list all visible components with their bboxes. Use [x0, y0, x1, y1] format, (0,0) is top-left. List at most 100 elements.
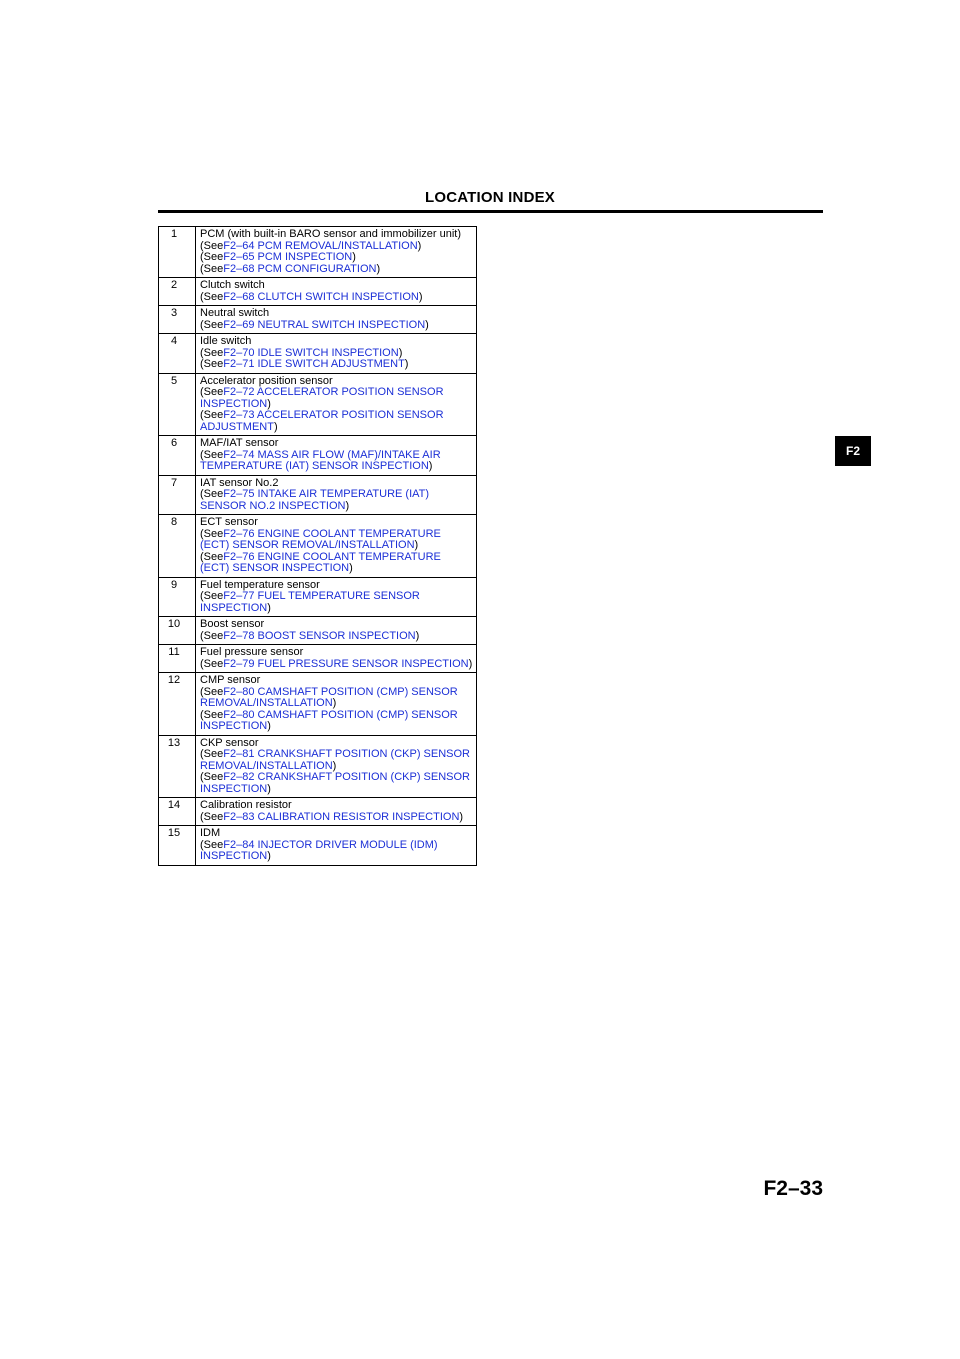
reference-prefix: (See — [200, 657, 224, 670]
reference-prefix: (See — [200, 358, 224, 370]
item-number: 5 — [158, 372, 196, 436]
table-row: 3 Neutral switch(SeeF2–69 NEUTRAL SWITCH … — [158, 305, 477, 334]
reference-prefix: (See — [200, 838, 224, 851]
reference-link[interactable]: F2–72 ACCELERATOR POSITION SENSOR INSPEC… — [200, 386, 444, 410]
reference-suffix: ) — [428, 460, 433, 472]
item-number: 3 — [158, 305, 196, 334]
item-number: 4 — [158, 333, 196, 374]
reference-link[interactable]: F2–76 ENGINE COOLANT TEMPERATURE (ECT) S… — [200, 527, 441, 551]
reference-link[interactable]: F2–71 IDLE SWITCH ADJUSTMENT — [223, 358, 405, 370]
reference-link[interactable]: F2–77 FUEL TEMPERATURE SENSOR INSPECTION — [200, 590, 420, 614]
component-name: Fuel temperature sensor — [200, 578, 320, 591]
reference-link[interactable]: F2–83 CALIBRATION RESISTOR INSPECTION — [223, 810, 460, 823]
item-number: 10 — [158, 616, 196, 645]
item-description: Calibration resistor(SeeF2–83 CALIBRATIO… — [195, 797, 477, 826]
component-name: CMP sensor — [200, 674, 261, 686]
reference-link[interactable]: F2–75 INTAKE AIR TEMPERATURE (IAT) SENSO… — [200, 488, 430, 512]
reference-line: (SeeF2–80 CAMSHAFT POSITION (CMP) SENSOR… — [200, 685, 473, 710]
item-number: 13 — [158, 734, 196, 798]
component-name: Fuel pressure sensor — [200, 646, 304, 658]
reference-link[interactable]: F2–69 NEUTRAL SWITCH INSPECTION — [223, 318, 426, 331]
component-name: Neutral switch — [200, 307, 270, 319]
item-number: 11 — [158, 644, 196, 673]
reference-link[interactable]: F2–74 MASS AIR FLOW (MAF)/INTAKE AIR TEM… — [200, 448, 441, 472]
reference-prefix: (See — [200, 346, 224, 359]
item-number: 9 — [158, 576, 196, 617]
reference-prefix: (See — [200, 262, 224, 275]
reference-prefix: (See — [200, 685, 224, 698]
reference-link[interactable]: F2–68 CLUTCH SWITCH INSPECTION — [223, 290, 419, 303]
reference-prefix: (See — [200, 550, 224, 563]
reference-link[interactable]: F2–64 PCM REMOVAL/INSTALLATION — [223, 239, 418, 252]
reference-suffix: ) — [415, 629, 420, 642]
reference-link[interactable]: F2–79 FUEL PRESSURE SENSOR INSPECTION — [223, 657, 469, 670]
reference-suffix: ) — [468, 657, 473, 670]
reference-suffix: ) — [459, 810, 464, 823]
reference-prefix: (See — [200, 748, 224, 760]
reference-link[interactable]: F2–76 ENGINE COOLANT TEMPERATURE (ECT) S… — [200, 550, 441, 574]
reference-prefix: (See — [200, 488, 224, 500]
table-row: 15 IDM(SeeF2–84 INJECTOR DRIVER MODULE (I… — [158, 825, 477, 866]
reference-link[interactable]: F2–81 CRANKSHAFT POSITION (CKP) SENSOR R… — [200, 748, 470, 772]
item-description: CMP sensor(SeeF2–80 CAMSHAFT POSITION (C… — [195, 672, 477, 736]
item-number: 12 — [158, 672, 196, 736]
reference-line: (SeeF2–76 ENGINE COOLANT TEMPERATURE (EC… — [200, 550, 473, 575]
reference-prefix: (See — [200, 239, 224, 252]
reference-link[interactable]: F2–84 INJECTOR DRIVER MODULE (IDM) INSPE… — [200, 838, 438, 862]
reference-link[interactable]: F2–70 IDLE SWITCH INSPECTION — [223, 346, 399, 359]
item-description: Clutch switch(SeeF2–68 CLUTCH SWITCH INS… — [195, 277, 477, 306]
page-number: F2–33 — [763, 1177, 823, 1200]
reference-suffix: ) — [349, 562, 353, 574]
reference-prefix: (See — [200, 409, 224, 421]
reference-link[interactable]: F2–80 CAMSHAFT POSITION (CMP) SENSOR INS… — [200, 708, 458, 732]
reference-suffix: ) — [417, 239, 422, 252]
reference-link[interactable]: F2–78 BOOST SENSOR INSPECTION — [223, 629, 416, 642]
item-number: 7 — [158, 474, 196, 515]
component-name: Boost sensor — [200, 618, 265, 630]
reference-suffix: ) — [267, 850, 271, 862]
reference-link[interactable]: F2–82 CRANKSHAFT POSITION (CKP) SENSOR I… — [200, 771, 470, 795]
reference-line: (SeeF2–70 IDLE SWITCH INSPECTION) — [200, 346, 473, 360]
component-name: IDM — [200, 827, 221, 839]
reference-line: (SeeF2–72 ACCELERATOR POSITION SENSOR IN… — [200, 386, 473, 410]
reference-link[interactable]: F2–80 CAMSHAFT POSITION (CMP) SENSOR REM… — [200, 685, 458, 709]
reference-prefix: (See — [200, 290, 224, 303]
reference-prefix: (See — [200, 386, 224, 398]
component-name: Accelerator position sensor — [200, 374, 333, 387]
component-name: Idle switch — [200, 335, 252, 347]
reference-link[interactable]: F2–65 PCM INSPECTION — [223, 251, 353, 263]
item-number: 1 — [158, 226, 196, 278]
reference-prefix: (See — [200, 251, 224, 263]
reference-suffix: ) — [414, 539, 419, 551]
item-description: Fuel pressure sensor(SeeF2–79 FUEL PRESS… — [195, 644, 477, 673]
component-name: IAT sensor No.2 — [200, 476, 279, 489]
item-description: Boost sensor(SeeF2–78 BOOST SENSOR INSPE… — [195, 616, 477, 645]
item-description: IAT sensor No.2(SeeF2–75 INTAKE AIR TEMP… — [195, 474, 477, 515]
reference-link[interactable]: F2–68 PCM CONFIGURATION — [223, 262, 377, 275]
reference-suffix: ) — [376, 262, 381, 275]
header-divider — [158, 210, 823, 213]
reference-prefix: (See — [200, 448, 224, 461]
section-tab[interactable]: F2 — [835, 436, 871, 466]
reference-link[interactable]: F2–73 ACCELERATOR POSITION SENSOR ADJUST… — [200, 409, 444, 433]
reference-line: (SeeF2–83 CALIBRATION RESISTOR INSPECTIO… — [200, 810, 473, 824]
reference-line: (SeeF2–69 NEUTRAL SWITCH INSPECTION) — [200, 318, 473, 332]
reference-line: (SeeF2–80 CAMSHAFT POSITION (CMP) SENSOR… — [200, 708, 473, 733]
reference-suffix: ) — [352, 251, 356, 263]
reference-line: (SeeF2–65 PCM INSPECTION) — [200, 251, 473, 264]
reference-line: (SeeF2–71 IDLE SWITCH ADJUSTMENT) — [200, 358, 473, 371]
reference-suffix: ) — [267, 397, 271, 410]
item-number: 15 — [158, 825, 196, 866]
